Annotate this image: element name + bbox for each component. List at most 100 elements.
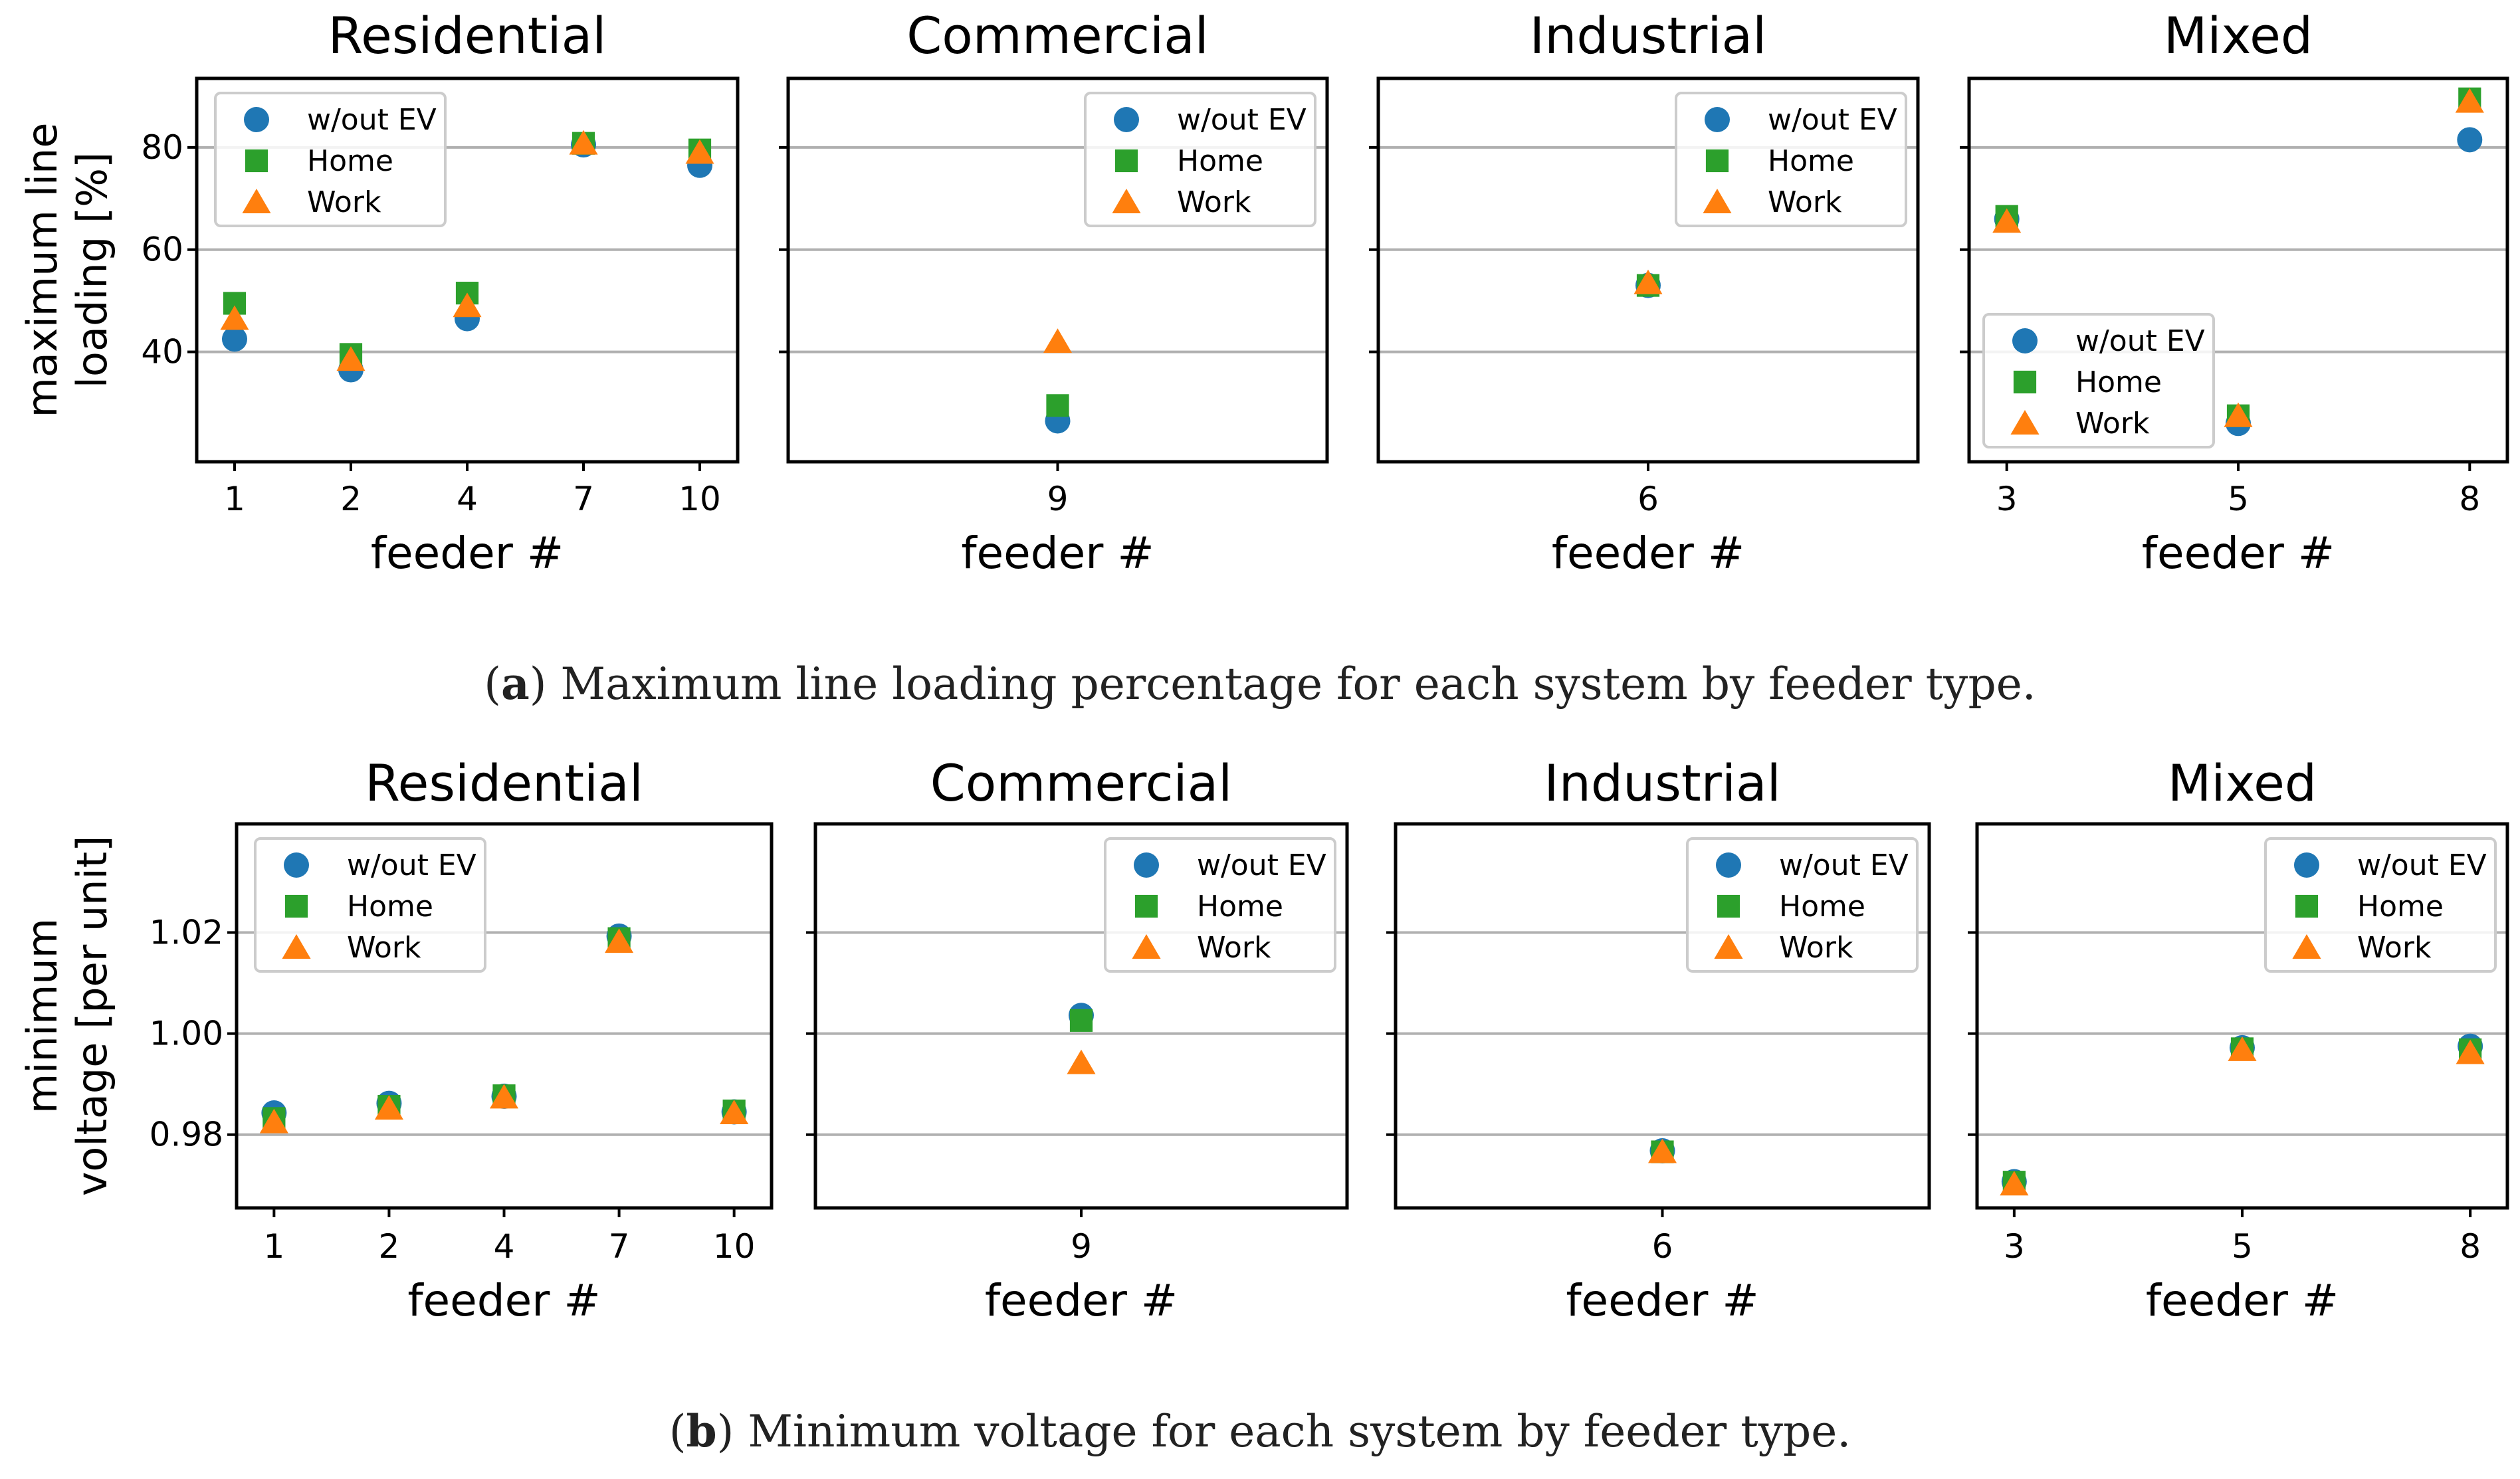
legend-marker bbox=[1134, 894, 1158, 918]
legend-marker bbox=[2013, 370, 2037, 394]
data-point-triangle bbox=[2224, 402, 2253, 427]
legend-box bbox=[1104, 837, 1336, 973]
legend-marker bbox=[1705, 149, 1729, 173]
legend-box bbox=[1675, 92, 1907, 227]
y-tick-label: 0.98 bbox=[150, 1116, 223, 1154]
legend-label: w/out EV bbox=[307, 103, 437, 137]
legend-label: w/out EV bbox=[1177, 103, 1307, 137]
caption-b-text: Minimum voltage for each system by feede… bbox=[748, 1406, 1851, 1457]
legend-box bbox=[1686, 837, 1919, 973]
legend-label: Home bbox=[2075, 365, 2162, 399]
legend-label: w/out EV bbox=[2357, 848, 2487, 882]
legend-marker bbox=[2010, 410, 2040, 435]
y-tick-label: 1.02 bbox=[150, 914, 223, 952]
y-tick-label: 80 bbox=[141, 128, 183, 167]
data-point-triangle bbox=[1647, 1138, 1677, 1163]
data-point-triangle bbox=[1633, 269, 1663, 294]
legend-label: Work bbox=[1197, 931, 1271, 965]
panel-title: Mixed bbox=[2164, 6, 2313, 65]
x-tick-label: 10 bbox=[713, 1227, 756, 1266]
x-axis-label: feeder # bbox=[407, 1275, 600, 1326]
data-point-triangle bbox=[1043, 328, 1073, 353]
caption-b-letter: b bbox=[686, 1405, 717, 1457]
caption-a: (a) Maximum line loading percentage for … bbox=[484, 658, 2036, 710]
x-tick-label: 9 bbox=[1047, 480, 1069, 518]
x-tick-label: 6 bbox=[1652, 1227, 1673, 1266]
legend-marker bbox=[242, 189, 271, 213]
data-point-triangle bbox=[2000, 1171, 2029, 1196]
legend-marker bbox=[1714, 934, 1743, 959]
x-axis-label: feeder # bbox=[371, 528, 564, 579]
y-tick-label: 1.00 bbox=[150, 1015, 223, 1053]
caption-a-text: Maximum line loading percentage for each… bbox=[560, 658, 2036, 710]
data-point-triangle bbox=[569, 130, 598, 155]
x-tick-label: 5 bbox=[2232, 1227, 2253, 1266]
legend-label: Home bbox=[1197, 890, 1283, 924]
x-tick-label: 2 bbox=[340, 480, 362, 518]
legend-marker bbox=[1716, 852, 1741, 878]
x-axis-label: feeder # bbox=[961, 528, 1154, 579]
panel-title: Commercial bbox=[930, 753, 1233, 813]
y-axis-label: minimum bbox=[18, 918, 66, 1114]
caption-a-letter: a bbox=[501, 658, 530, 710]
legend-marker bbox=[1705, 107, 1730, 132]
data-point-circle bbox=[221, 326, 247, 352]
data-point-circle bbox=[2457, 127, 2483, 153]
legend-label: Work bbox=[307, 185, 381, 219]
data-point-triangle bbox=[2456, 1039, 2485, 1064]
legend-label: w/out EV bbox=[1197, 848, 1326, 882]
panel-title: Industrial bbox=[1530, 6, 1766, 65]
legend-marker bbox=[282, 934, 311, 959]
legend-label: w/out EV bbox=[2075, 324, 2205, 358]
x-tick-label: 1 bbox=[263, 1227, 284, 1266]
legend-marker bbox=[1717, 894, 1740, 918]
y-axis-label: voltage [per unit] bbox=[68, 836, 116, 1197]
x-tick-label: 10 bbox=[679, 480, 721, 518]
x-tick-label: 9 bbox=[1071, 1227, 1092, 1266]
legend-label: w/out EV bbox=[1768, 103, 1897, 137]
legend-marker bbox=[2292, 934, 2321, 959]
data-point-triangle bbox=[1992, 208, 2022, 233]
data-point-square bbox=[1069, 1009, 1093, 1032]
legend-marker bbox=[284, 894, 308, 918]
caption-b: (b) Minimum voltage for each system by f… bbox=[669, 1405, 1851, 1457]
data-point-triangle bbox=[720, 1100, 749, 1124]
x-axis-label: feeder # bbox=[985, 1275, 1178, 1326]
legend-label: Work bbox=[1779, 931, 1853, 965]
x-axis-label: feeder # bbox=[2142, 528, 2335, 579]
data-point-triangle bbox=[685, 139, 714, 164]
legend-marker bbox=[2295, 894, 2319, 918]
legend-label: Home bbox=[307, 144, 393, 178]
legend-marker bbox=[2294, 852, 2319, 878]
data-point-triangle bbox=[259, 1108, 288, 1134]
data-point-triangle bbox=[605, 928, 634, 953]
legend-label: Work bbox=[1177, 185, 1251, 219]
data-point-triangle bbox=[1067, 1049, 1096, 1074]
x-tick-label: 8 bbox=[2460, 1227, 2481, 1266]
data-point-triangle bbox=[2455, 88, 2484, 113]
legend-marker bbox=[1114, 107, 1139, 132]
x-tick-label: 7 bbox=[573, 480, 594, 518]
legend-label: Home bbox=[347, 890, 433, 924]
legend-label: Home bbox=[2357, 890, 2444, 924]
y-tick-label: 40 bbox=[141, 333, 183, 371]
legend-marker bbox=[1112, 189, 1141, 213]
y-axis-label: maximum line bbox=[18, 123, 66, 418]
legend-label: Work bbox=[1768, 185, 1842, 219]
legend-marker bbox=[1703, 189, 1732, 213]
data-point-triangle bbox=[2228, 1036, 2257, 1061]
panel-title: Industrial bbox=[1544, 753, 1780, 813]
legend-marker bbox=[2012, 328, 2038, 353]
